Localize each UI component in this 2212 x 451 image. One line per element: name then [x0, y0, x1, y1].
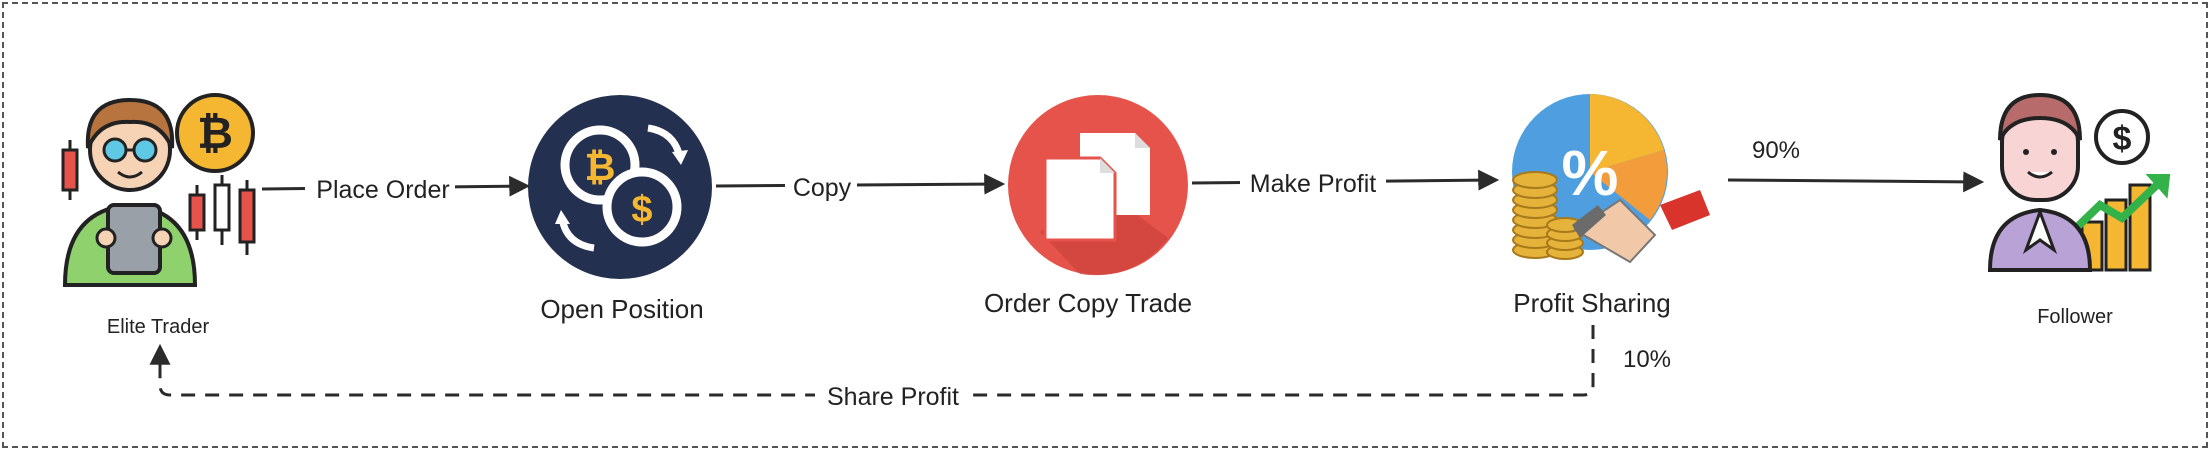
svg-text:₿: ₿ — [585, 147, 616, 189]
investor-with-growth-chart-icon: $ — [1987, 92, 2171, 272]
share-profit-label: Share Profit — [827, 383, 959, 411]
follower-label: Follower — [2037, 306, 2113, 328]
svg-text:%: % — [1562, 137, 1619, 209]
make-profit-label: Make Profit — [1250, 170, 1376, 198]
order-copy-trade-label: Order Copy Trade — [984, 288, 1192, 318]
elite-trader-label: Elite Trader — [107, 316, 210, 338]
share-percent-label: 10% — [1623, 346, 1671, 373]
svg-text:₿: ₿ — [197, 109, 233, 158]
copy-arrow — [715, 173, 1006, 195]
crypto-exchange-coins-icon: ₿ $ — [528, 95, 712, 279]
copy-label: Copy — [793, 174, 852, 202]
copy-documents-icon — [1008, 95, 1188, 276]
to-follower-percent-label: 90% — [1752, 137, 1800, 164]
svg-text:$: $ — [2113, 120, 2132, 158]
svg-text:$: $ — [631, 189, 652, 231]
pie-chart-coins-handshake-icon: % — [1512, 94, 1710, 264]
place-order-label: Place Order — [316, 176, 449, 204]
trader-with-bitcoin-and-tablet-icon: ₿ — [61, 93, 256, 287]
share-profit-dashed-arrow — [149, 325, 1595, 397]
profit-sharing-label: Profit Sharing — [1513, 288, 1671, 318]
to-follower-arrow — [1727, 171, 1985, 193]
open-position-label: Open Position — [540, 294, 703, 324]
